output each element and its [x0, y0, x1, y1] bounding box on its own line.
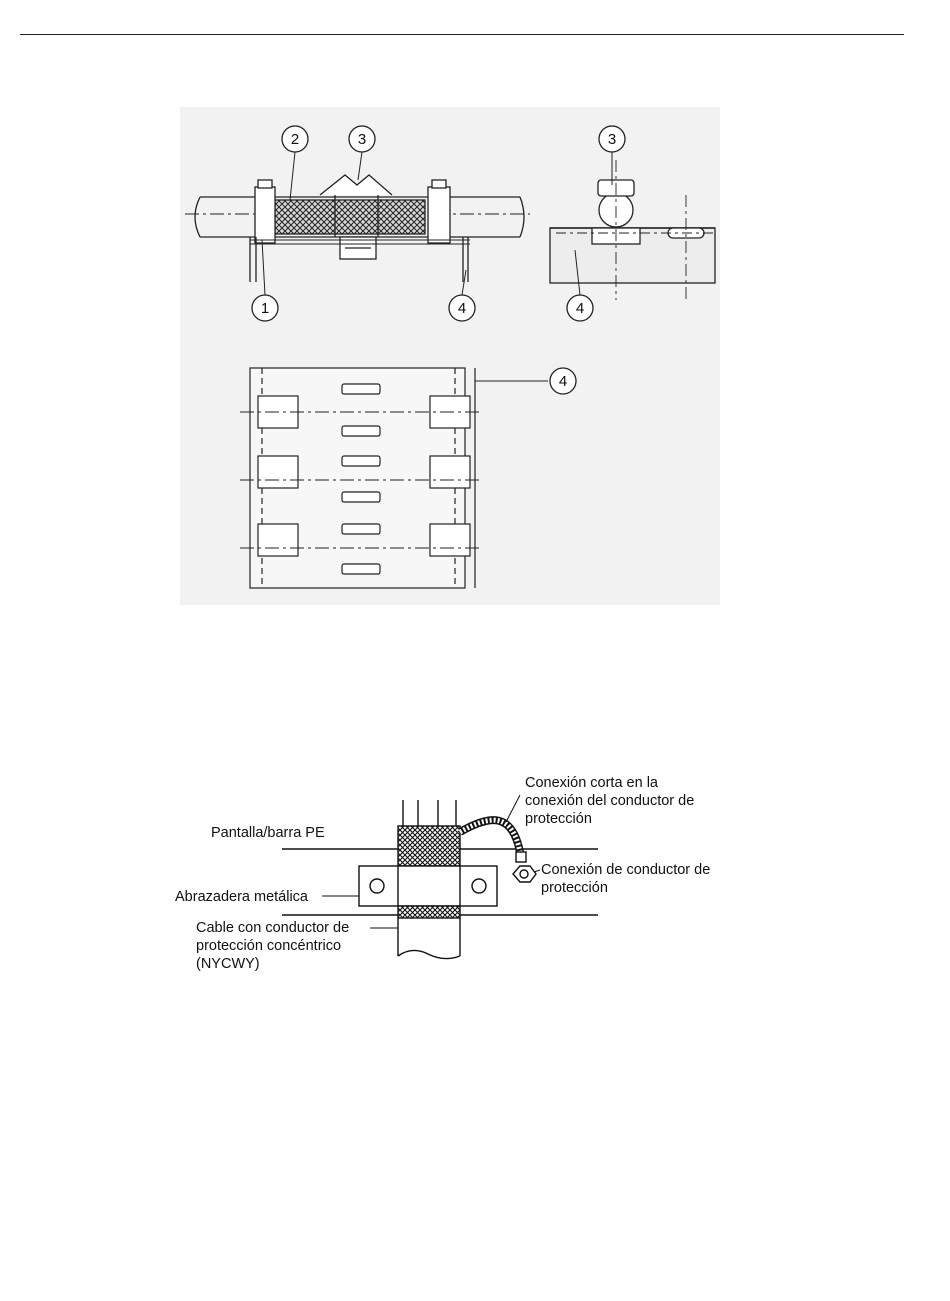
callout-2-text: 2 [291, 131, 299, 148]
figure-a: 2 3 1 4 3 4 4 [180, 107, 720, 605]
cable-shield-braid [275, 200, 425, 234]
braided-shield-upper [398, 826, 460, 866]
callout-1-text: 1 [261, 300, 269, 317]
callout-3-end: 3 [599, 126, 625, 152]
callout-4-end-text: 4 [576, 300, 584, 317]
callout-3-side-text: 3 [358, 131, 366, 148]
callout-4-side-text: 4 [458, 300, 466, 317]
label-pe-connection-2: protección [541, 880, 608, 896]
label-metal-clamp: Abrazadera metálica [175, 889, 309, 905]
label-cable-3: (NYCWY) [196, 956, 260, 972]
callout-2: 2 [282, 126, 308, 152]
label-short-connection-1: Conexión corta en la [525, 775, 659, 791]
label-short-connection-2: conexión del conductor de [525, 793, 694, 809]
callout-4-side: 4 [449, 295, 475, 321]
callout-1: 1 [252, 295, 278, 321]
pe-nut [513, 866, 536, 882]
callout-3-end-text: 3 [608, 131, 616, 148]
braided-shield-lower [398, 906, 460, 918]
label-cable-1: Cable con conductor de [196, 920, 349, 936]
callout-3-side: 3 [349, 126, 375, 152]
callout-4-plan: 4 [550, 368, 576, 394]
callout-4-plan-text: 4 [559, 373, 567, 390]
callout-4-end: 4 [567, 295, 593, 321]
label-shield-bar: Pantalla/barra PE [211, 825, 325, 841]
plan-view [240, 368, 480, 588]
label-short-connection-3: protección [525, 811, 592, 827]
label-cable-2: protección concéntrico [196, 938, 341, 954]
lug [516, 852, 526, 862]
figure-b: Conexión corta en la conexión del conduc… [175, 775, 710, 972]
label-pe-connection-1: Conexión de conductor de [541, 862, 710, 878]
